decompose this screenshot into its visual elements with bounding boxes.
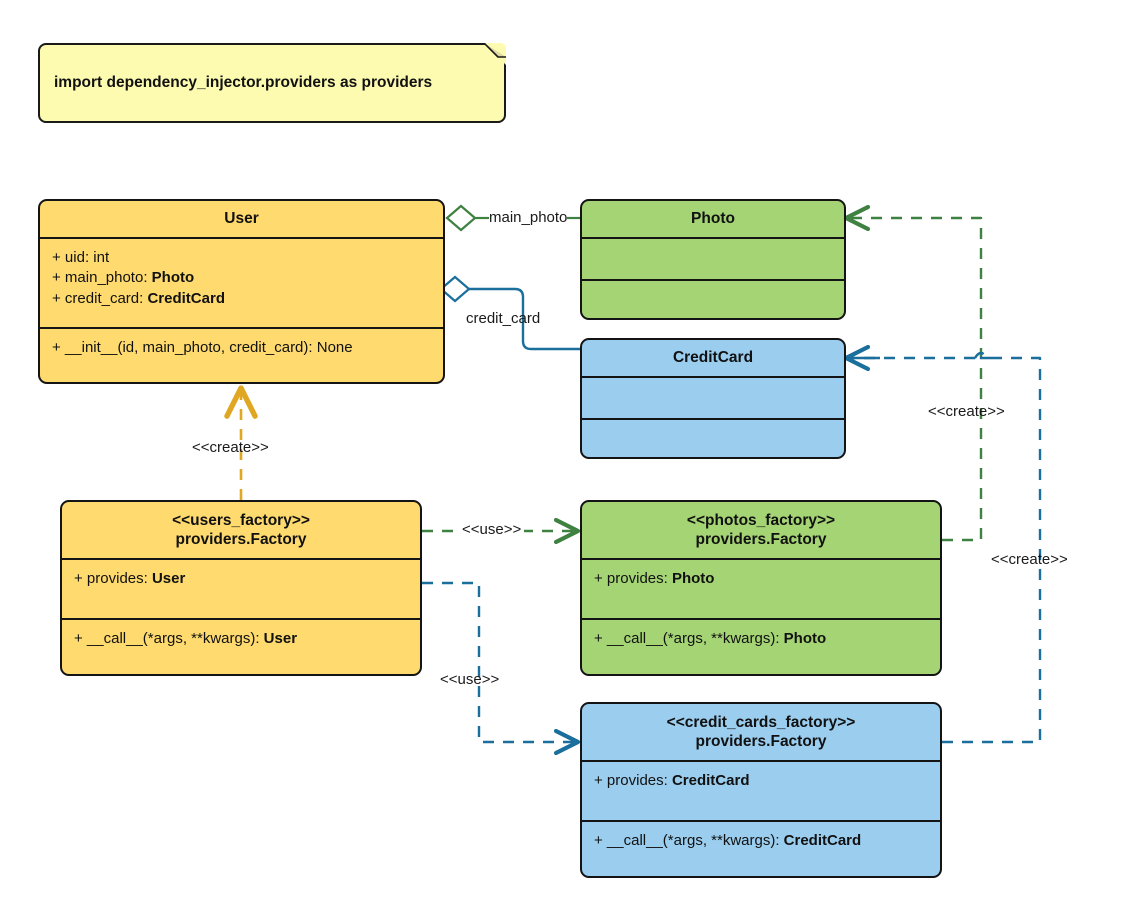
relation-label-text: <<use>> xyxy=(440,671,500,688)
class-user-attributes: + uid: int + main_photo: Photo + credit_… xyxy=(40,239,443,327)
class-credit-cards-factory-header: <<credit_cards_factory>> providers.Facto… xyxy=(582,704,940,762)
note-import-statement: import dependency_injector.providers as … xyxy=(38,43,506,123)
class-users-factory-name: providers.Factory xyxy=(175,531,307,548)
class-users-factory-attributes: + provides: User xyxy=(62,560,420,618)
method-return-type: Photo xyxy=(783,630,827,647)
class-photos-factory-header: <<photos_factory>> providers.Factory xyxy=(582,502,940,560)
method-return-type: User xyxy=(263,630,298,647)
class-user-header: User xyxy=(40,201,443,239)
class-credit-card-name: CreditCard xyxy=(672,349,754,367)
class-users-factory-stereotype: <<users_factory>> xyxy=(172,511,310,529)
class-user-methods: + __init__(id, main_photo, credit_card):… xyxy=(40,327,443,382)
relation-label-text: <<create>> xyxy=(991,551,1068,568)
attribute-prefix: + provides: xyxy=(594,570,672,587)
attribute-row: + provides: User xyxy=(74,569,420,589)
class-box-photo[interactable]: Photo xyxy=(580,199,846,320)
method-return-type: None xyxy=(316,339,353,356)
attribute-prefix: + provides: xyxy=(594,772,672,789)
attribute-type: CreditCard xyxy=(671,772,750,789)
attribute-prefix: + main_photo: xyxy=(52,269,152,287)
class-photo-methods xyxy=(582,279,844,318)
attribute-type: CreditCard xyxy=(147,289,225,307)
method-prefix: + __call__(*args, **kwargs): xyxy=(74,630,264,647)
class-photo-attributes xyxy=(582,239,844,279)
attribute-prefix: + credit_card: xyxy=(52,289,148,307)
class-credit-cards-factory-methods: + __call__(*args, **kwargs): CreditCard xyxy=(582,820,940,876)
class-user-name: User xyxy=(224,210,259,228)
note-text: import dependency_injector.providers as … xyxy=(54,74,433,91)
relation-label-credit-card: credit_card xyxy=(466,310,540,327)
attribute-row: + provides: Photo xyxy=(594,569,940,589)
relation-label-text: <<create>> xyxy=(928,403,1005,420)
note-fold-corner xyxy=(484,43,506,65)
class-photos-factory-attributes: + provides: Photo xyxy=(582,560,940,618)
class-photo-header: Photo xyxy=(582,201,844,239)
class-credit-cards-factory-name: providers.Factory xyxy=(695,733,827,750)
class-box-photos-factory[interactable]: <<photos_factory>> providers.Factory + p… xyxy=(580,500,942,676)
class-credit-card-header: CreditCard xyxy=(582,340,844,378)
method-row: + __call__(*args, **kwargs): User xyxy=(74,629,420,649)
class-photos-factory-stereotype: <<photos_factory>> xyxy=(686,511,836,529)
class-photo-name: Photo xyxy=(691,210,735,228)
relation-photos-factory-creates-photo xyxy=(843,204,983,542)
class-users-factory-header: <<users_factory>> providers.Factory xyxy=(62,502,420,560)
attribute-type: Photo xyxy=(151,269,195,287)
attribute-type: User xyxy=(151,570,186,587)
attribute-prefix: + provides: xyxy=(74,570,152,587)
relation-label-use-credit-cards: <<use>> xyxy=(440,671,499,688)
relation-label-create-credit-card: <<create>> xyxy=(991,551,1068,568)
class-credit-cards-factory-attributes: + provides: CreditCard xyxy=(582,762,940,820)
relation-label-create-user: <<create>> xyxy=(192,439,269,456)
class-credit-cards-factory-stereotype: <<credit_cards_factory>> xyxy=(666,713,856,731)
class-box-users-factory[interactable]: <<users_factory>> providers.Factory + pr… xyxy=(60,500,422,676)
method-row: + __call__(*args, **kwargs): Photo xyxy=(594,629,940,649)
method-return-type: CreditCard xyxy=(783,832,862,849)
attribute-type: Photo xyxy=(671,570,715,587)
class-box-credit-cards-factory[interactable]: <<credit_cards_factory>> providers.Facto… xyxy=(580,702,942,878)
class-credit-card-methods xyxy=(582,418,844,457)
attribute-row: + uid: int xyxy=(52,248,443,268)
relation-label-text: <<use>> xyxy=(462,521,522,538)
class-users-factory-methods: + __call__(*args, **kwargs): User xyxy=(62,618,420,674)
relation-users-factory-uses-credit-cards-factory xyxy=(422,581,581,756)
attribute-row: + provides: CreditCard xyxy=(594,771,940,791)
method-row: + __call__(*args, **kwargs): CreditCard xyxy=(594,831,940,851)
attribute-prefix: + uid: xyxy=(52,249,94,266)
class-credit-card-attributes xyxy=(582,378,844,418)
method-row: + __init__(id, main_photo, credit_card):… xyxy=(52,338,443,358)
aggregation-diamond-main-photo xyxy=(445,204,477,232)
method-prefix: + __call__(*args, **kwargs): xyxy=(594,630,784,647)
method-prefix: + __init__(id, main_photo, credit_card): xyxy=(52,339,317,356)
attribute-row: + credit_card: CreditCard xyxy=(52,289,443,309)
attribute-row: + main_photo: Photo xyxy=(52,268,443,288)
class-box-credit-card[interactable]: CreditCard xyxy=(580,338,846,459)
method-prefix: + __call__(*args, **kwargs): xyxy=(594,832,784,849)
class-box-user[interactable]: User + uid: int + main_photo: Photo + cr… xyxy=(38,199,445,384)
class-photos-factory-name: providers.Factory xyxy=(695,531,827,548)
relation-label-text: main_photo xyxy=(489,209,568,226)
attribute-type: int xyxy=(93,249,110,266)
aggregation-diamond-credit-card xyxy=(439,275,471,303)
relation-label-text: credit_card xyxy=(466,310,541,327)
relation-label-use-photos: <<use>> xyxy=(459,521,525,538)
relation-label-main-photo: main_photo xyxy=(489,209,567,226)
class-photos-factory-methods: + __call__(*args, **kwargs): Photo xyxy=(582,618,940,674)
relation-label-create-photo: <<create>> xyxy=(928,403,1005,420)
relation-label-text: <<create>> xyxy=(192,439,269,456)
